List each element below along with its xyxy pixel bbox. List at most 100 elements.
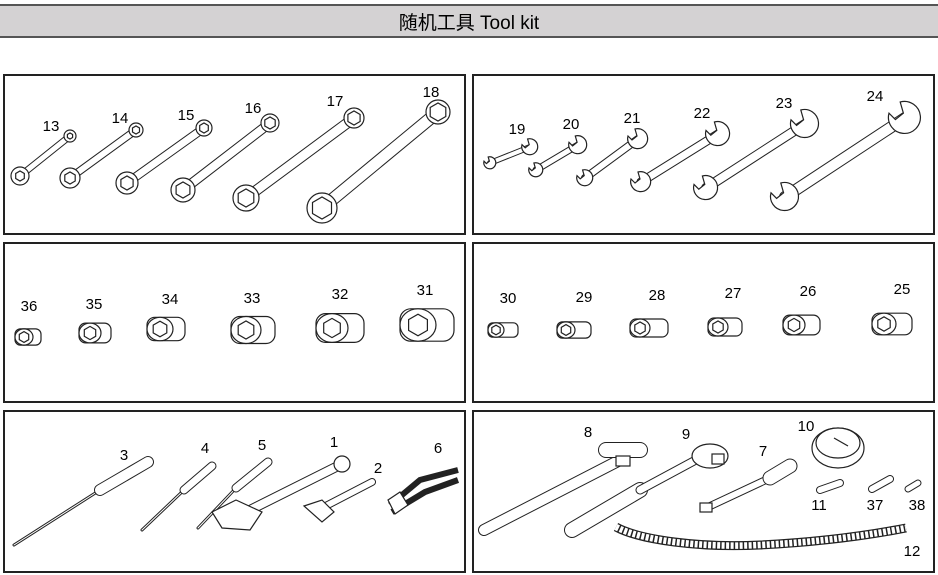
hex-hole — [83, 325, 97, 341]
item-number-label: 23 — [776, 95, 793, 112]
hex-hole — [560, 323, 572, 337]
item-number-label: 31 — [417, 282, 434, 299]
socket-35: 35 — [78, 296, 112, 344]
item-number-label: 37 — [867, 497, 884, 514]
hex-hole — [237, 320, 255, 340]
item-number-label: 29 — [576, 289, 593, 306]
item-number-label: 38 — [909, 497, 926, 514]
item-number-label: 6 — [434, 440, 442, 457]
hex-hole — [877, 316, 891, 332]
t-handle-8: 8 — [478, 424, 648, 536]
adjustable-wrench-2: 2 — [302, 460, 382, 523]
hex-hole — [323, 317, 341, 339]
flexible-hose-12: 12 — [613, 522, 921, 560]
item-number-label: 36 — [21, 298, 38, 315]
hex-hole — [175, 181, 191, 199]
hex-hole — [66, 132, 74, 140]
jaw-end — [568, 135, 588, 155]
adjustable-wrench-1: 1 — [211, 434, 351, 531]
adapter-38: 38 — [904, 479, 926, 514]
fill — [316, 106, 444, 214]
jaw-end — [630, 171, 652, 193]
item-number-label: 25 — [894, 281, 911, 298]
item-number-label: 13 — [43, 118, 60, 135]
socket-26: 26 — [782, 283, 821, 336]
handle-hole — [333, 455, 351, 473]
item-number-label: 5 — [258, 437, 266, 454]
item-number-label: 14 — [112, 110, 129, 127]
page-title-bar: 随机工具 Tool kit — [0, 4, 938, 38]
fill — [479, 455, 625, 535]
open-end-wrench-19: 19 — [483, 121, 539, 170]
jaw-end — [528, 162, 544, 178]
fill — [17, 133, 73, 179]
fill — [180, 462, 216, 494]
hex-hole — [311, 196, 333, 220]
extension-bar-7: 7 — [699, 443, 798, 513]
screwdriver-4: 4 — [140, 440, 217, 532]
item-number-label: 30 — [500, 290, 517, 307]
hex-hole — [199, 122, 209, 134]
hex-hole — [120, 175, 134, 191]
fill — [905, 480, 921, 492]
adapter-11: 11 — [811, 479, 844, 514]
pressure-gauge-10: 10 — [798, 418, 865, 469]
item-number-label: 19 — [509, 121, 526, 138]
adapter-37: 37 — [867, 475, 894, 514]
square-drive — [711, 453, 725, 465]
socket-36: 36 — [14, 298, 42, 346]
jaw-end — [704, 120, 731, 147]
fill — [236, 461, 344, 519]
fill — [179, 119, 274, 194]
pliers-6: 6 — [387, 440, 460, 515]
hex-hole — [429, 102, 447, 122]
socket-27: 27 — [707, 285, 743, 337]
item-number-label: 16 — [245, 100, 262, 117]
ring-wrench-16: 16 — [170, 100, 280, 203]
hose-coils — [614, 524, 907, 549]
page-title: 随机工具 Tool kit — [398, 12, 540, 34]
hex-hole — [712, 320, 724, 334]
item-number-label: 24 — [867, 88, 884, 105]
item-number-label: 22 — [694, 105, 711, 122]
fill — [565, 483, 647, 537]
item-number-label: 2 — [374, 460, 382, 477]
item-number-label: 32 — [332, 286, 349, 303]
item-number-label: 7 — [759, 443, 767, 460]
hex-hole — [264, 116, 276, 130]
item-number-label: 12 — [904, 543, 921, 560]
hex-hole — [64, 171, 76, 185]
item-number-label: 10 — [798, 418, 815, 435]
jaw-end — [887, 100, 922, 135]
open-end-wrench-21: 21 — [576, 110, 649, 187]
gauge-needle — [833, 437, 849, 447]
jaw-end — [769, 181, 800, 212]
item-number-label: 35 — [86, 296, 103, 313]
item-number-label: 28 — [649, 287, 666, 304]
fill — [141, 489, 185, 531]
item-number-label: 27 — [725, 285, 742, 302]
fill — [95, 457, 153, 495]
fill — [703, 475, 773, 511]
socket-30: 30 — [487, 290, 519, 338]
screwdriver-5: 5 — [196, 437, 273, 530]
item-number-label: 33 — [244, 290, 261, 307]
hex-hole — [408, 313, 428, 337]
jaw-end — [789, 108, 820, 139]
jaw-end — [483, 156, 497, 170]
item-number-label: 34 — [162, 291, 179, 308]
socket-28: 28 — [629, 287, 669, 338]
item-number-label: 15 — [178, 107, 195, 124]
hex-hole — [237, 188, 255, 208]
fill — [780, 113, 910, 202]
hex-hole — [152, 320, 168, 338]
item-number-label: 1 — [330, 434, 338, 451]
item-number-label: 8 — [584, 424, 592, 441]
panel-sockets-deep — [472, 242, 935, 403]
item-number-label: 18 — [423, 84, 440, 101]
open-end-wrench-22: 22 — [630, 105, 731, 193]
ring-wrench-18: 18 — [306, 84, 451, 224]
socket-33: 33 — [230, 290, 276, 345]
open-end-wrench-24: 24 — [769, 88, 922, 212]
item-number-label: 9 — [682, 426, 690, 443]
